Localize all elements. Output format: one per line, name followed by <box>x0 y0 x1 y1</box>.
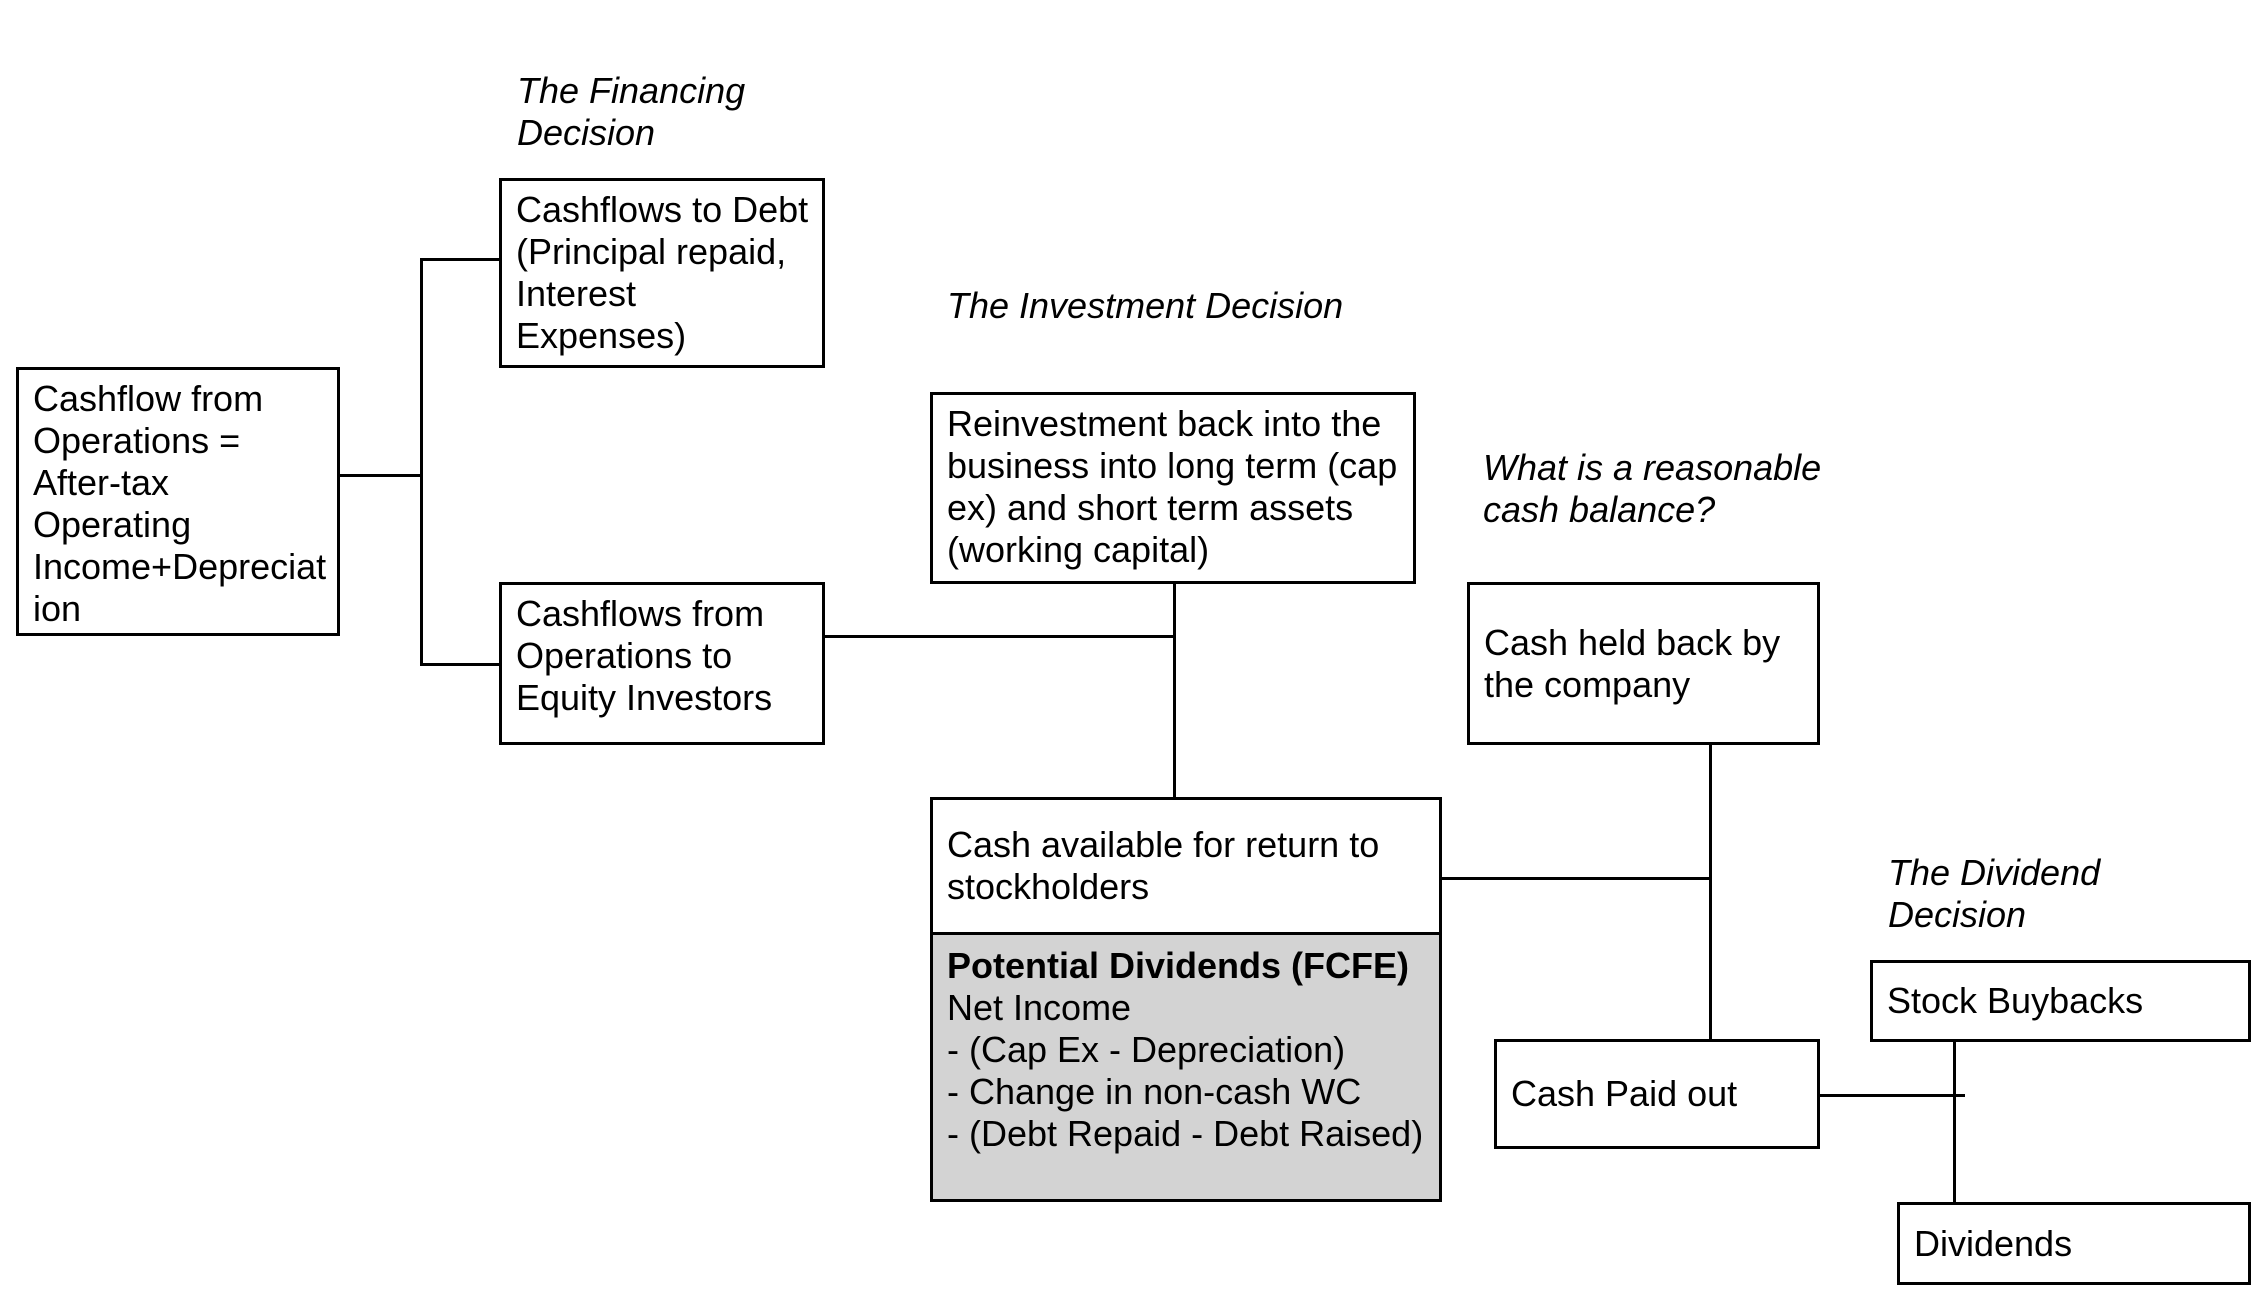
connector <box>1173 583 1176 798</box>
connector <box>1953 1040 1956 1205</box>
connector <box>420 258 423 666</box>
cashflows-to-debt-box: Cashflows to Debt (Principal repaid, Int… <box>499 178 825 368</box>
investment-decision-label: The Investment Decision <box>947 285 1344 326</box>
connector <box>1817 1094 1965 1097</box>
financing-decision-label: The Financing Decision <box>517 70 746 153</box>
connector <box>340 474 422 477</box>
potential-dividends-fcfe-box: Potential Dividends (FCFE) Net Income - … <box>930 932 1442 1202</box>
stock-buybacks-box: Stock Buybacks <box>1870 960 2251 1042</box>
cash-balance-label: What is a reasonable cash balance? <box>1483 447 1822 530</box>
reinvestment-box: Reinvestment back into the business into… <box>930 392 1416 584</box>
dividends-box: Dividends <box>1897 1202 2251 1285</box>
connector <box>1709 744 1712 1040</box>
cash-held-back-box: Cash held back by the company <box>1467 582 1820 745</box>
dividend-decision-label: The Dividend Decision <box>1888 852 2101 935</box>
connector <box>825 635 1176 638</box>
cashflow-from-operations-box: Cashflow from Operations = After-tax Ope… <box>16 367 340 636</box>
cashflows-to-equity-box: Cashflows from Operations to Equity Inve… <box>499 582 825 745</box>
connector <box>420 663 502 666</box>
cash-available-box: Cash available for return to stockholder… <box>930 797 1442 935</box>
cash-paid-out-box: Cash Paid out <box>1494 1039 1820 1149</box>
connector <box>420 258 502 261</box>
fcfe-title: Potential Dividends (FCFE) <box>947 945 1410 986</box>
connector <box>1442 877 1712 880</box>
